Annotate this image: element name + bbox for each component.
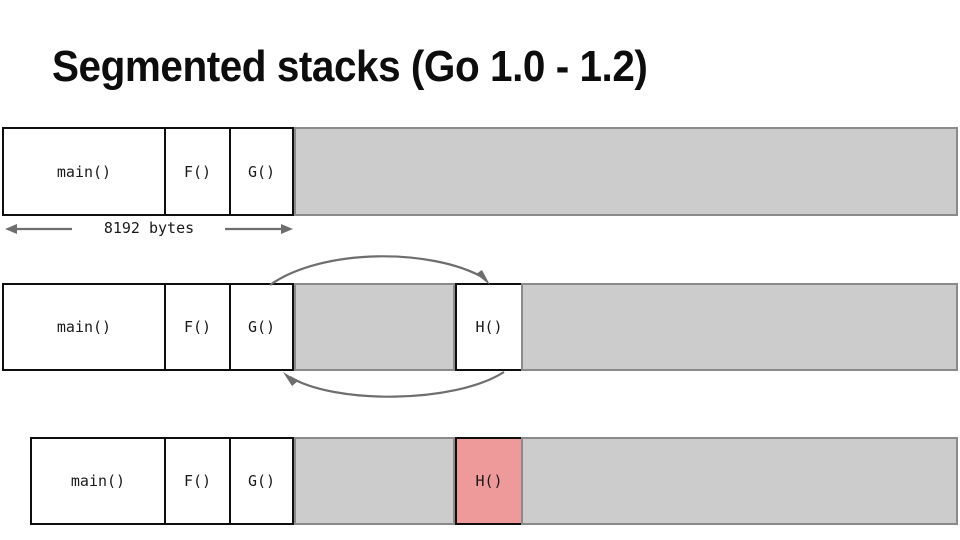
stack-free-space-after-h (521, 283, 958, 371)
stack-initial: main() F() G() (2, 127, 958, 216)
stack-frame-main: main() (2, 127, 165, 216)
stack-frame-f: F() (165, 283, 230, 371)
arrow-right-icon (225, 224, 293, 234)
return-arrow-back (283, 371, 505, 398)
stack-hotsplit: main() F() G() H() (30, 437, 958, 525)
stack-frame-main: main() (30, 437, 165, 525)
measure-label: 8192 bytes (103, 219, 195, 237)
stack-frame-g: G() (230, 283, 294, 371)
arrowhead-left-icon (283, 372, 298, 386)
stack-frame-f: F() (165, 127, 230, 216)
stack-free-space-after-h (521, 437, 958, 525)
stack-frame-main: main() (2, 283, 165, 371)
measure-8192-bytes: 8192 bytes (4, 219, 294, 241)
page-title: Segmented stacks (Go 1.0 - 1.2) (52, 42, 648, 91)
stack-frame-h-highlighted: H() (455, 437, 523, 525)
stack-free-space-before-h (294, 437, 455, 525)
arrowhead-right-icon (476, 270, 490, 285)
stack-frame-h: H() (455, 283, 523, 371)
stack-frame-g: G() (230, 437, 294, 525)
stack-free-space-before-h (294, 283, 455, 371)
stack-free-space (294, 127, 958, 216)
arrow-left-icon (5, 224, 72, 234)
call-arrow-forward (269, 255, 490, 286)
measure-arrows (5, 224, 293, 234)
stack-split: main() F() G() H() (2, 283, 958, 371)
stack-frame-g: G() (230, 127, 294, 216)
stack-frame-f: F() (165, 437, 230, 525)
